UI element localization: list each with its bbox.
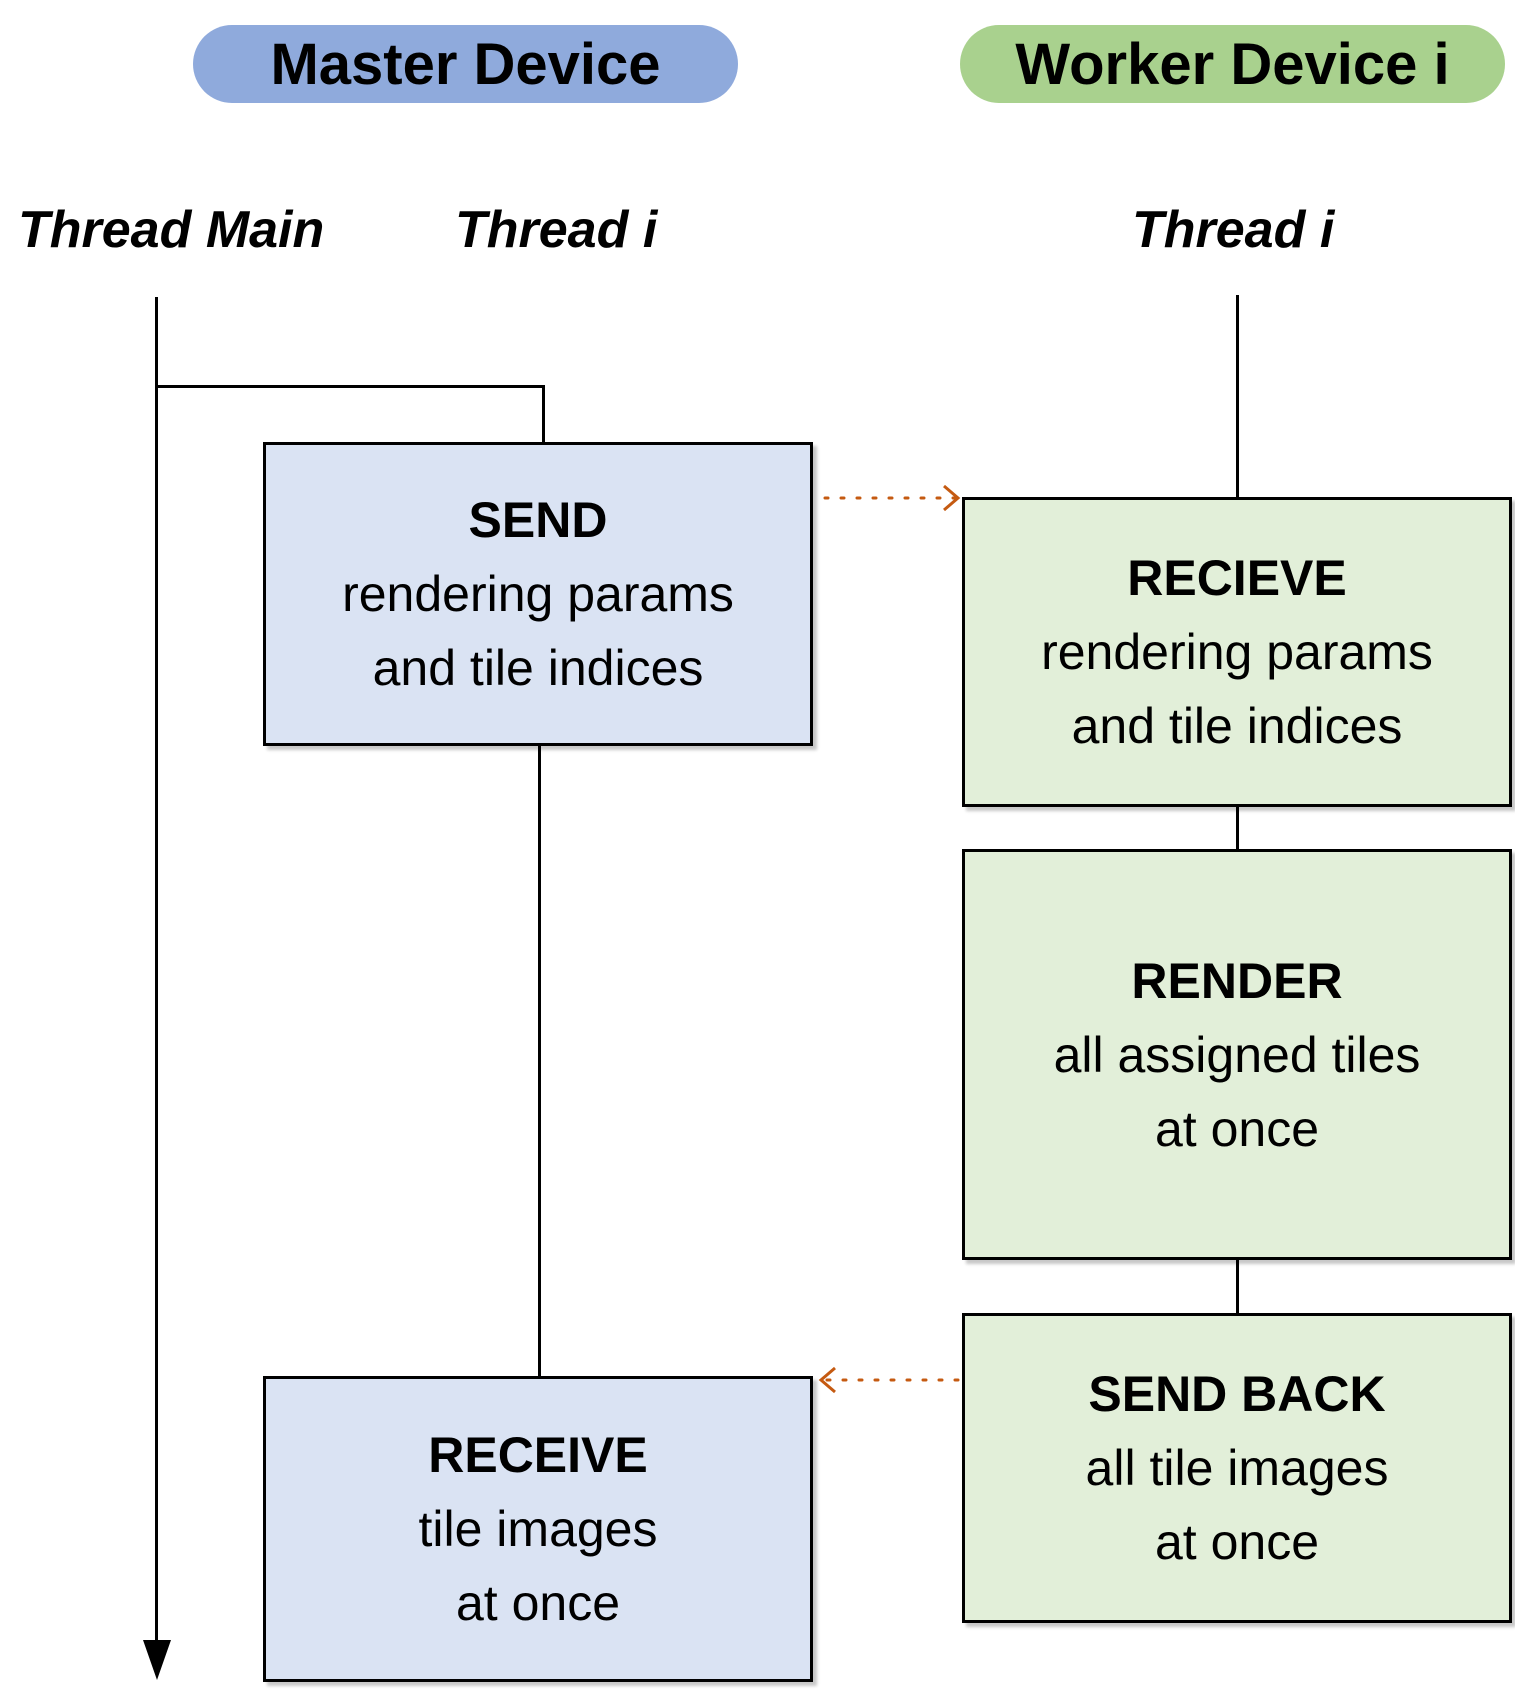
worker-device-header: Worker Device i <box>960 25 1505 103</box>
render-line-2: at once <box>1154 1100 1319 1157</box>
render-title: RENDER <box>1131 952 1343 1009</box>
send-back-line-1: all tile images <box>1085 1440 1389 1496</box>
worker-thread-i-line-top <box>1236 295 1239 498</box>
timeline-arrowhead <box>143 1640 171 1680</box>
send-to-recieve-arrow <box>823 484 961 512</box>
thread-main-label: Thread Main <box>18 201 325 259</box>
thread-main-timeline <box>155 297 158 1649</box>
worker-thread-i-label: Thread i <box>1132 201 1335 259</box>
master-device-header: Master Device <box>193 25 738 103</box>
recieve-line-2: and tile indices <box>1071 698 1403 754</box>
send-box: SEND rendering params and tile indices <box>263 442 813 746</box>
master-device-label: Master Device <box>270 31 661 97</box>
worker-connector-recieve-render <box>1236 805 1239 850</box>
recieve-box: RECIEVE rendering params and tile indice… <box>962 497 1512 807</box>
send-back-line-2: at once <box>1154 1514 1319 1570</box>
receive-box: RECEIVE tile images at once <box>263 1376 813 1682</box>
send-back-box: SEND BACK all tile images at once <box>962 1313 1512 1623</box>
fork-connector-vertical <box>542 385 545 443</box>
send-back-title: SEND BACK <box>1088 1366 1386 1422</box>
recieve-line-1: rendering params <box>1041 624 1433 680</box>
recieve-title: RECIEVE <box>1127 550 1347 606</box>
receive-title: RECEIVE <box>428 1427 648 1483</box>
master-thread-i-line <box>538 745 541 1377</box>
worker-connector-render-sendback <box>1236 1258 1239 1314</box>
send-line-1: rendering params <box>342 566 734 622</box>
render-line-1: all assigned tiles <box>1053 1026 1421 1083</box>
fork-connector-horizontal <box>155 385 545 388</box>
worker-device-label: Worker Device i <box>1015 31 1450 97</box>
sendback-to-receive-arrow <box>818 1366 960 1394</box>
receive-line-1: tile images <box>418 1501 658 1557</box>
receive-line-2: at once <box>455 1575 620 1631</box>
master-thread-i-label: Thread i <box>455 201 658 259</box>
send-title: SEND <box>468 492 608 548</box>
send-line-2: and tile indices <box>372 640 704 696</box>
render-box: RENDER all assigned tiles at once <box>962 849 1512 1260</box>
